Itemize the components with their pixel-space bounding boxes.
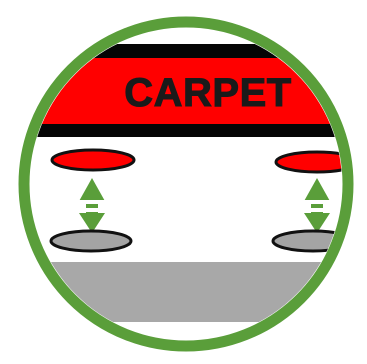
- carpet-bottom-border: [0, 124, 367, 137]
- left-lower-disc: [51, 231, 131, 251]
- carpet-label: CARPET: [124, 71, 291, 115]
- left-upper-disc: [52, 150, 134, 170]
- carpet-top-border: [0, 44, 367, 58]
